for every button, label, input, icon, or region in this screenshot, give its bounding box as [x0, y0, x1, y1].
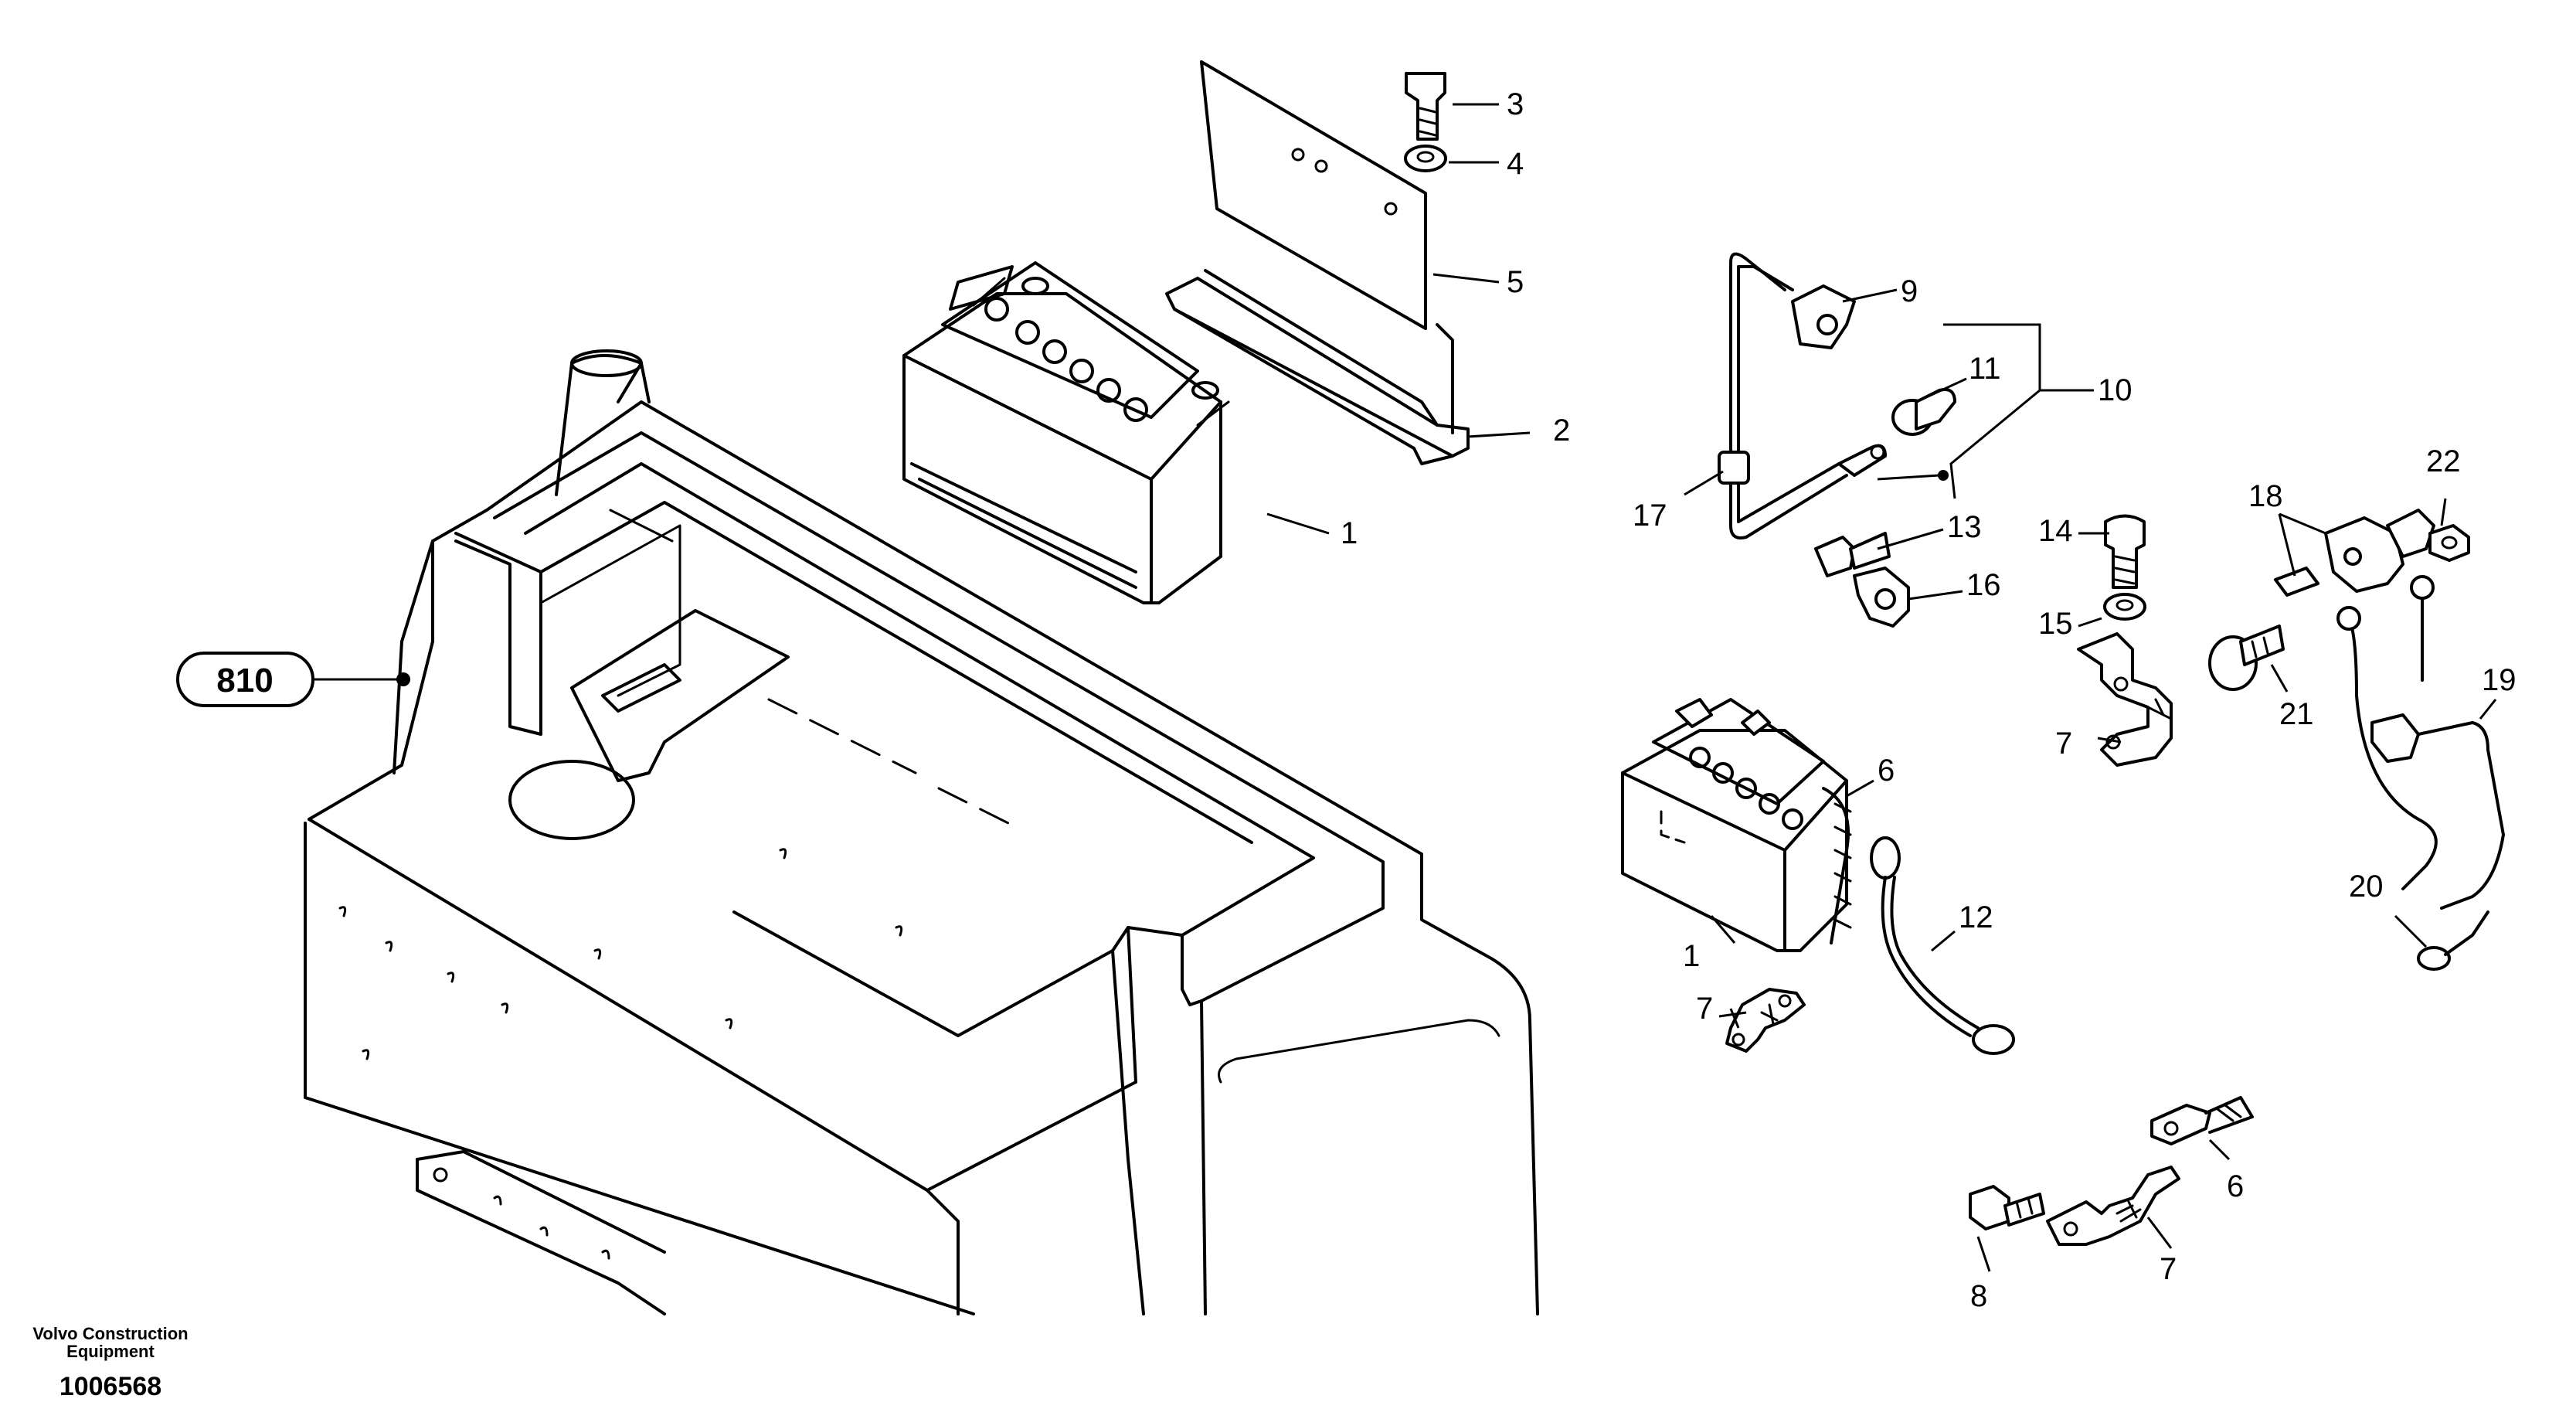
- callout-13[interactable]: 13: [1947, 510, 1982, 544]
- battery-main: [902, 261, 1230, 604]
- switch-item-18: [2274, 509, 2435, 597]
- callout-19[interactable]: 19: [2482, 663, 2517, 697]
- callout-7-right[interactable]: 7: [2055, 727, 2072, 761]
- reference-group: 810: [176, 652, 410, 707]
- bolt-item-8: [1969, 1185, 2045, 1230]
- callout-8[interactable]: 8: [1970, 1279, 1987, 1313]
- callouts: 1 2 3 4 5 6 1 7 8 9 10 11 12 13 14 15 16…: [1341, 87, 2517, 1313]
- bolt-item-21: [2208, 625, 2285, 691]
- callout-5[interactable]: 5: [1507, 265, 1524, 299]
- terminal-item-16: [1853, 567, 1910, 628]
- company-line-1: Volvo Construction: [32, 1324, 188, 1343]
- callout-18[interactable]: 18: [2248, 479, 2283, 513]
- company-line-2: Equipment: [66, 1342, 155, 1361]
- callout-16[interactable]: 16: [1966, 568, 2001, 602]
- battery-lower: [1621, 698, 1852, 952]
- reference-dot: [396, 672, 410, 686]
- bolt-item-14: [2104, 514, 2146, 589]
- callout-22[interactable]: 22: [2426, 444, 2461, 478]
- callout-9[interactable]: 9: [1901, 274, 1918, 308]
- callout-15[interactable]: 15: [2038, 607, 2073, 641]
- callout-21[interactable]: 21: [2279, 697, 2314, 731]
- callout-14[interactable]: 14: [2038, 514, 2073, 548]
- nut-item-22: [2428, 524, 2470, 562]
- leader-lines: [1266, 103, 2497, 1272]
- washer-item-4: [1404, 145, 1447, 172]
- callout-6-middle[interactable]: 6: [1878, 754, 1895, 788]
- callout-10[interactable]: 10: [2098, 373, 2133, 407]
- callout-17[interactable]: 17: [1633, 499, 1667, 533]
- battery-bracket: [1165, 269, 1470, 465]
- strap-item-6-bottom: [2150, 1096, 2254, 1145]
- strap-item-7-bottom: [2046, 1166, 2180, 1246]
- footer: Volvo Construction Equipment 1006568: [32, 1324, 188, 1401]
- terminal-item-20: [2417, 910, 2489, 971]
- callout-11[interactable]: 11: [1969, 352, 2001, 386]
- callout-3[interactable]: 3: [1507, 87, 1524, 121]
- callout-6-bottom[interactable]: 6: [2227, 1169, 2244, 1203]
- callout-1-lower[interactable]: 1: [1683, 939, 1700, 973]
- washer-item-15: [2103, 593, 2146, 621]
- callout-2[interactable]: 2: [1553, 414, 1570, 448]
- cable-item-17: [1718, 252, 1887, 539]
- cable-item-19: [2336, 575, 2505, 910]
- callout-7-middle[interactable]: 7: [1696, 992, 1713, 1026]
- terminal-item-11: [1891, 388, 1956, 436]
- bolt-item-3: [1405, 72, 1446, 141]
- callout-7-bottom[interactable]: 7: [2160, 1252, 2177, 1286]
- reference-label: 810: [216, 662, 273, 699]
- terminal-item-9: [1791, 284, 1856, 349]
- callout-12[interactable]: 12: [1959, 900, 1993, 934]
- cable-item-12: [1870, 836, 2015, 1055]
- callout-4[interactable]: 4: [1507, 147, 1524, 181]
- battery-housing: [304, 349, 1539, 1315]
- callout-20[interactable]: 20: [2349, 870, 2384, 904]
- clamp-plate: [1200, 60, 1427, 330]
- document-number: 1006568: [59, 1372, 161, 1401]
- callout-1-top[interactable]: 1: [1341, 516, 1358, 550]
- strap-item-7-middle: [1725, 988, 1806, 1053]
- bolt-item-13: [1814, 532, 1891, 577]
- strap-item-7-right: [2077, 632, 2173, 767]
